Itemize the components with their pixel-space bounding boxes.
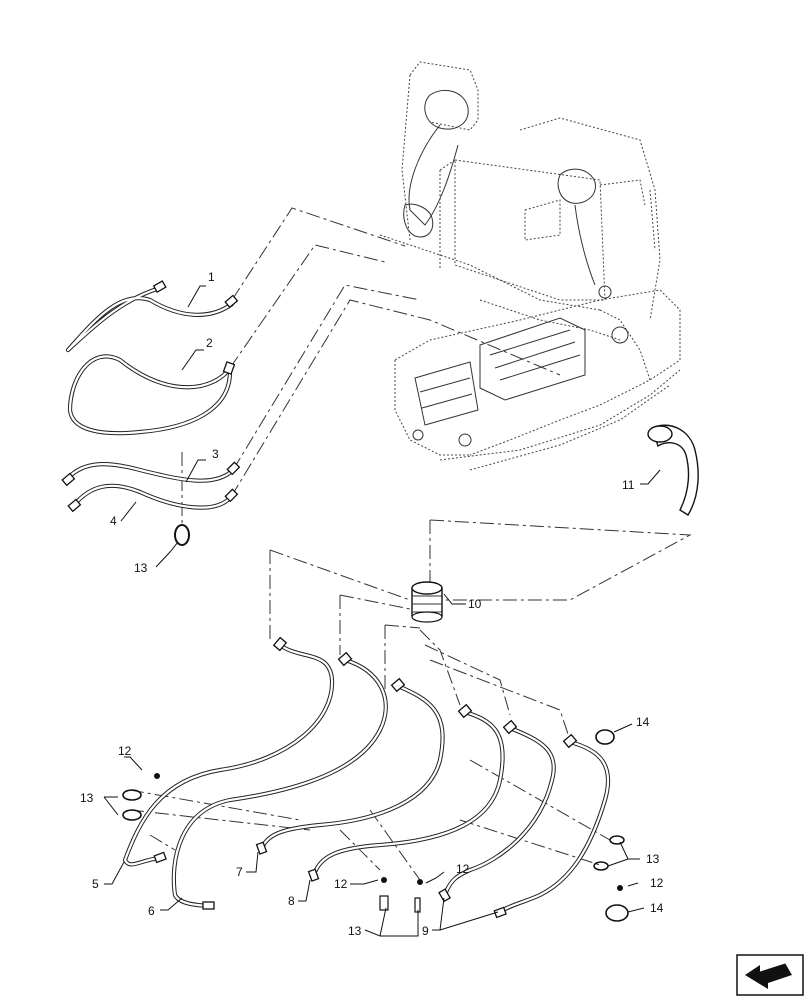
callout-4: 4 bbox=[110, 514, 117, 528]
callout-13-left: 13 bbox=[80, 791, 94, 805]
small-parts bbox=[122, 729, 629, 922]
hose-3 bbox=[61, 461, 241, 487]
hose-6 bbox=[171, 651, 388, 910]
hose-2 bbox=[67, 354, 236, 436]
callout-10: 10 bbox=[468, 597, 482, 611]
callout-12-right: 12 bbox=[650, 876, 664, 890]
callout-13-right: 13 bbox=[646, 852, 660, 866]
filter-fitting-10 bbox=[411, 581, 443, 623]
callout-3: 3 bbox=[212, 447, 219, 461]
callout-13-bottom: 13 bbox=[348, 924, 362, 938]
leader-lines bbox=[103, 285, 661, 937]
o-ring-13-top bbox=[174, 524, 190, 546]
hose-5 bbox=[122, 636, 335, 867]
hose-8 bbox=[307, 703, 505, 882]
callout-2: 2 bbox=[206, 336, 213, 350]
hose-4 bbox=[67, 483, 239, 513]
callout-9: 9 bbox=[422, 924, 429, 938]
callout-11: 11 bbox=[622, 478, 635, 492]
hose-1 bbox=[65, 280, 239, 353]
callout-5: 5 bbox=[92, 877, 99, 891]
callout-12-left: 12 bbox=[118, 744, 132, 758]
hose-9a bbox=[438, 719, 556, 903]
hose-7 bbox=[255, 677, 445, 855]
hose-9b bbox=[493, 733, 611, 919]
callout-13-top: 13 bbox=[134, 561, 148, 575]
callouts: 1 2 3 4 13 10 11 12 13 5 6 7 8 12 12 13 … bbox=[80, 270, 664, 938]
callout-8: 8 bbox=[288, 894, 295, 908]
callout-12-mid-b: 12 bbox=[456, 862, 470, 876]
suction-hose-11 bbox=[647, 424, 699, 516]
arrow-return-icon[interactable] bbox=[736, 954, 804, 996]
callout-14-bottom: 14 bbox=[650, 901, 664, 915]
callout-1: 1 bbox=[208, 270, 215, 284]
machine-frame bbox=[379, 61, 681, 471]
callout-14-top: 14 bbox=[636, 715, 650, 729]
callout-12-mid-a: 12 bbox=[334, 877, 348, 891]
callout-7: 7 bbox=[236, 865, 243, 879]
callout-6: 6 bbox=[148, 904, 155, 918]
